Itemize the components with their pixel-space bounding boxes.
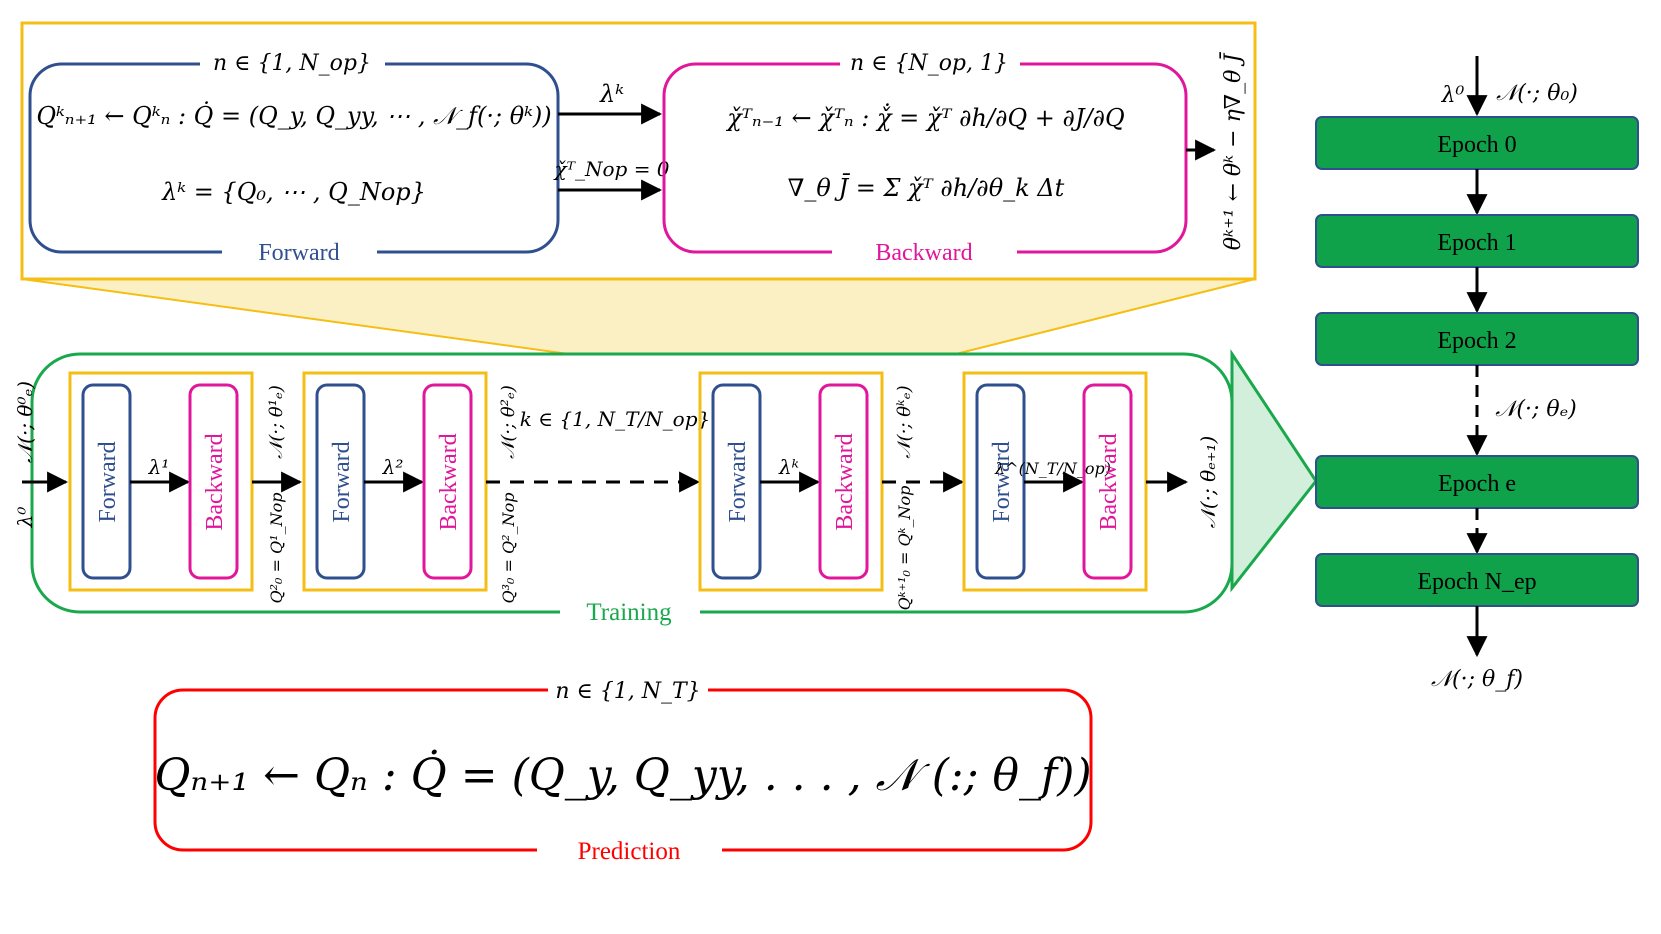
epoch-label-0: Epoch 0 [1437,132,1516,158]
training-label: Training [586,599,672,626]
block-1-lambda: λ¹ [148,455,170,479]
epoch-input-net: 𝒩(·; θ₀) [1496,81,1578,106]
training-output-net: 𝒩(·; θₑ₊₁) [1196,436,1220,529]
epoch-label-1: Epoch 1 [1437,230,1516,256]
zoom-lambda-label: λᵏ [599,80,624,108]
epoch-label-2: Epoch 2 [1437,328,1516,354]
zoom-backward-eq1: χ̌ᵀₙ₋₁ ← χ̌ᵀₙ : χ̌̇ = χ̌ᵀ ∂h/∂Q + ∂J/∂Q [725,103,1124,132]
zoom-update-label: θᵏ⁺¹ ← θᵏ − η∇_θ J̄ [1219,51,1246,250]
link-k-bottom: Qᵏ⁺¹₀ = Qᵏ_Nop [895,486,914,611]
block-k-backward [818,383,869,580]
training-zoom-link [1230,349,1318,593]
epoch-output-net: 𝒩(·; θ_f) [1431,667,1523,692]
epoch-mid-net: 𝒩(·; θₑ) [1495,397,1576,422]
training-input-lambda: λ⁰ [13,507,37,529]
block-k-backward-label: Backward [832,433,858,530]
zoom-forward-label: Forward [258,240,339,266]
block-2-backward [422,383,473,580]
link-k-top: 𝒩(·; θᵏₑ) [894,385,915,458]
block-last-backward-label: Backward [1096,433,1122,530]
link-2-bottom: Q³₀ = Q²_Nop [499,493,518,604]
zoom-forward-eq1: Qᵏₙ₊₁ ← Qᵏₙ : Q̇ = (Q_y, Q_yy, ⋯ , 𝒩_f(·… [36,102,551,130]
block-k-forward-label: Forward [725,441,751,522]
prediction-equation: Qₙ₊₁ ← Qₙ : Q̇ = (Q_y, Q_yy, . . . , 𝒩 (… [154,748,1091,801]
k-range: k ∈ {1, N_T/N_op} [520,407,710,431]
block-last-forward-label: Forward [989,441,1015,522]
link-2-top: 𝒩(·; θ²ₑ) [498,385,519,459]
block-last-lambda: λ^(N_T/N_op) [994,459,1111,478]
zoom-backward-eq2: ∇_θ J̄ = Σ χ̌ᵀ ∂h/∂θ_k Δt [788,174,1065,202]
block-1-backward-label: Backward [202,433,228,530]
training-input-net: 𝒩(·; θ⁰ₑ) [13,381,37,463]
block-1-backward [188,383,239,580]
prediction-range: n ∈ {1, N_T} [555,679,700,704]
zoom-backward-label: Backward [875,240,972,266]
zoom-backward-range: n ∈ {N_op, 1} [850,51,1008,76]
block-2-backward-label: Backward [436,433,462,530]
block-2-forward-label: Forward [329,441,355,522]
block-last-backward [1082,383,1133,580]
block-k-lambda: λᵏ [778,455,799,479]
block-1-forward-label: Forward [95,441,121,522]
epoch-label-e: Epoch e [1438,471,1516,497]
prediction-label: Prediction [578,838,681,865]
link-1-top: 𝒩(·; θ¹ₑ) [266,385,287,459]
block-2-lambda: λ² [382,455,404,479]
zoom-forward-eq2: λᵏ = {Q₀, ⋯ , Q_Nop} [161,178,426,206]
zoom-chi-label: χ̌ᵀ_Nop = 0 [552,157,669,181]
link-1-bottom: Q²₀ = Q¹_Nop [267,493,286,604]
zoom-forward-range: n ∈ {1, N_op} [213,51,371,76]
epoch-input-lambda: λ⁰ [1441,83,1465,108]
epoch-label-n: Epoch N_ep [1417,569,1536,595]
